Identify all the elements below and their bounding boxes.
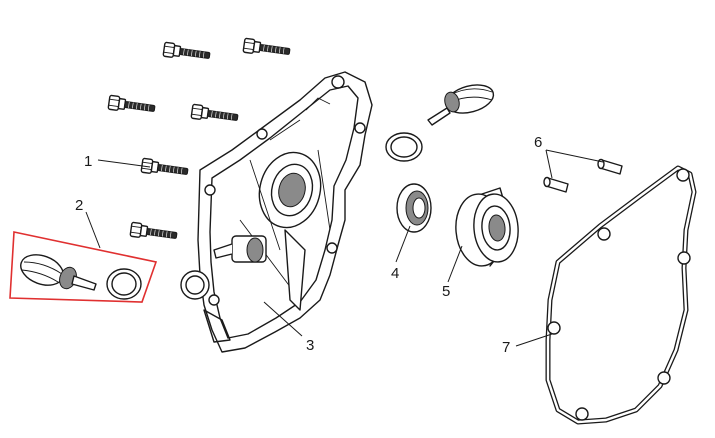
leader-1 <box>97 159 151 168</box>
bolt-top-left <box>162 41 212 64</box>
bolt-mid-right <box>190 103 240 126</box>
bolt-mid-left <box>107 94 157 117</box>
highlight-box-callout-2 <box>9 231 158 303</box>
bolt-top-right <box>242 37 292 60</box>
bolt-callout-1 <box>140 157 190 180</box>
leader-lines <box>85 149 604 347</box>
crankcase-cover <box>180 71 373 353</box>
leader-6a <box>545 149 553 179</box>
bolt-lower <box>129 221 179 244</box>
leader-6b <box>545 149 604 163</box>
callout-5: 5 <box>442 283 450 300</box>
callout-1: 1 <box>84 153 92 170</box>
gasket <box>545 165 697 425</box>
callout-2: 2 <box>75 197 83 214</box>
ball-bearing <box>455 187 519 267</box>
leader-5 <box>447 245 463 283</box>
callout-7: 7 <box>502 339 510 356</box>
callout-3: 3 <box>306 337 314 354</box>
leader-7 <box>515 333 553 347</box>
oil-plug-top <box>427 84 495 126</box>
oil-seal <box>396 183 432 233</box>
leader-3 <box>263 301 303 337</box>
callout-6: 6 <box>534 134 542 151</box>
leader-2 <box>85 211 101 249</box>
leader-4 <box>395 225 411 263</box>
dowel-pin-left <box>543 176 569 193</box>
oring-upper <box>385 132 423 162</box>
callout-4: 4 <box>391 265 399 282</box>
